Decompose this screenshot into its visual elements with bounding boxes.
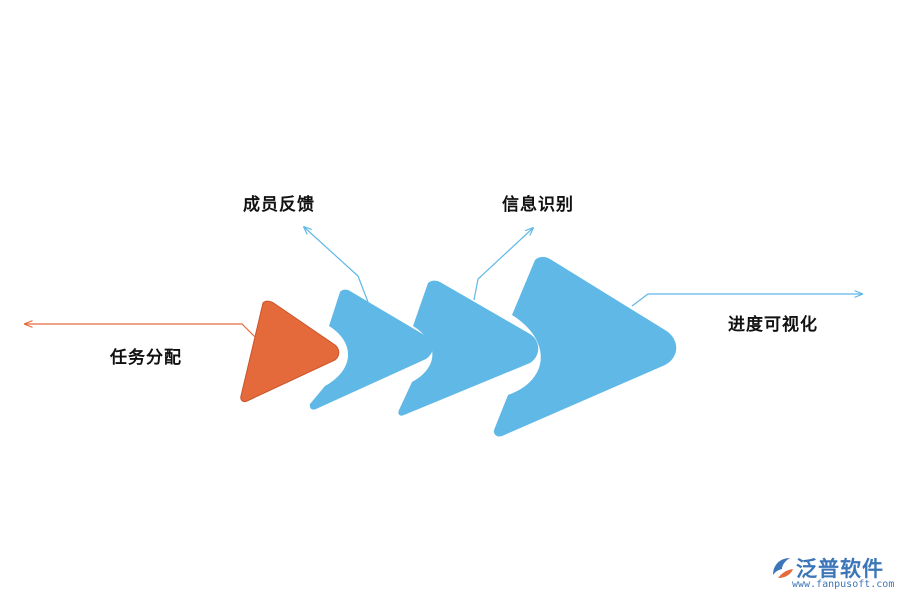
fanpu-logo-icon bbox=[773, 558, 793, 578]
step-shape-identify bbox=[398, 280, 539, 416]
step-shape-visual bbox=[493, 256, 677, 437]
label-task-assignment: 任务分配 bbox=[110, 348, 182, 368]
label-member-feedback: 成员反馈 bbox=[243, 195, 315, 215]
watermark-brand: 泛普软件 bbox=[796, 557, 884, 581]
watermark-logo: 泛普软件 www.fanpusoft.com bbox=[770, 553, 895, 598]
label-progress-visualization: 进度可视化 bbox=[728, 315, 818, 335]
callout-line-task bbox=[25, 324, 256, 338]
label-info-identification: 信息识别 bbox=[502, 195, 574, 215]
step-shape-task bbox=[240, 300, 340, 403]
callout-line-identify bbox=[473, 228, 533, 301]
watermark-url: www.fanpusoft.com bbox=[792, 579, 895, 590]
callout-line-visual bbox=[631, 294, 862, 307]
step-shape-feedback bbox=[309, 289, 433, 410]
callout-line-feedback bbox=[304, 227, 369, 303]
